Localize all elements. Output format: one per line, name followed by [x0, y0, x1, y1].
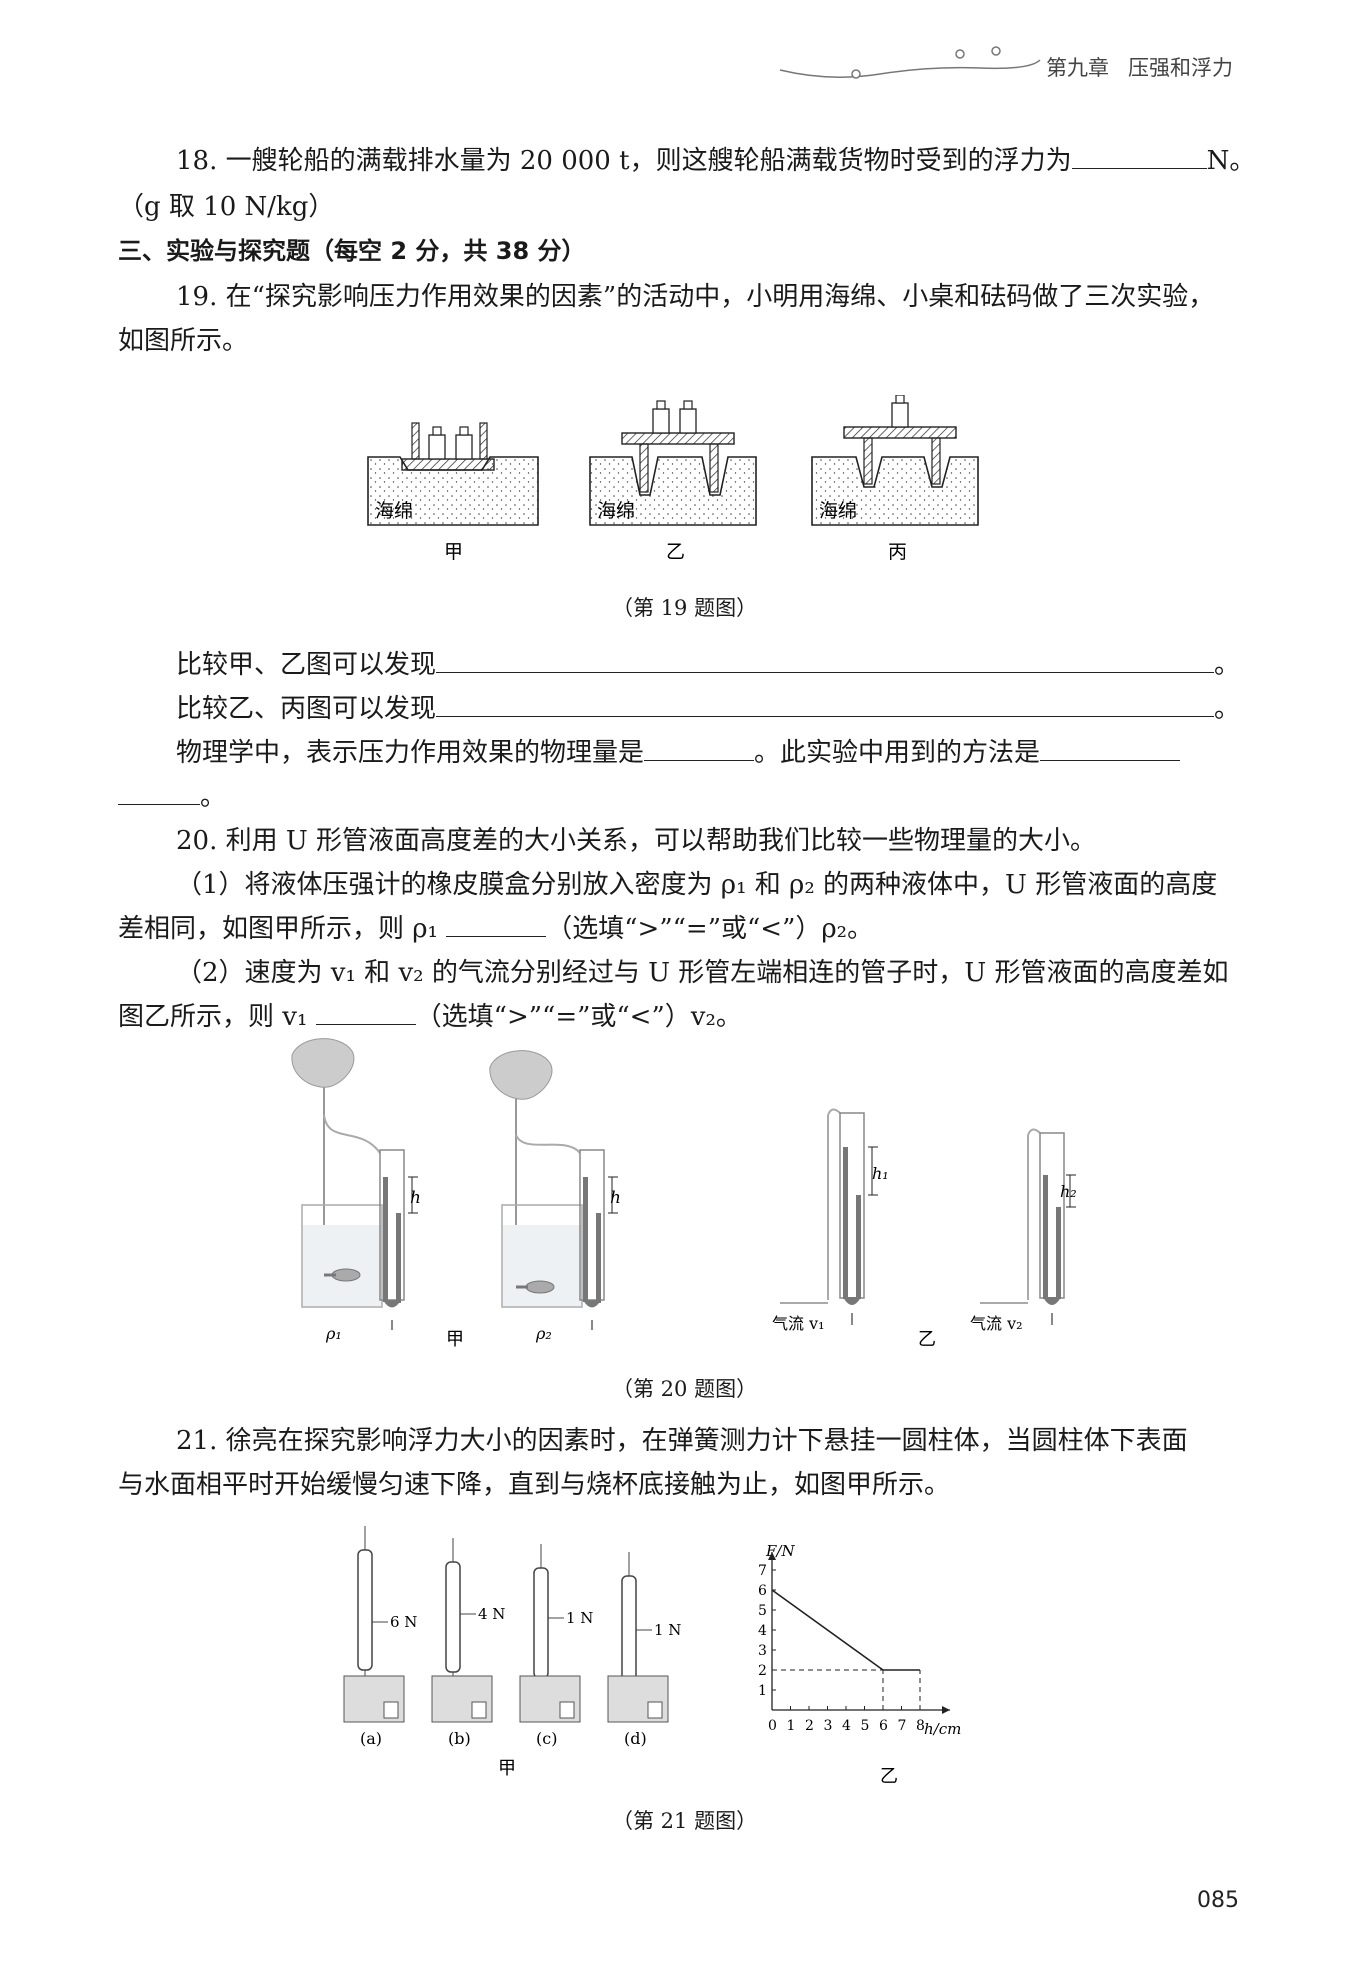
q19-quantity: 物理学中，表示压力作用效果的物理量是。此实验中用到的方法是 — [176, 734, 1181, 772]
q21-meter-c: 1 N (c) — [519, 1544, 593, 1748]
q20-p2-line1: （2）速度为 v₁ 和 v₂ 的气流分别经过与 U 形管左端相连的管子时，U 形… — [176, 958, 1229, 988]
q19-sponge-label-bing: 海绵 — [819, 500, 857, 522]
page-number: 085 — [1197, 1888, 1239, 1913]
q19-caption: （第 19 题图） — [612, 596, 758, 620]
q19-blank-quantity[interactable] — [644, 734, 755, 761]
q21-label-b: (b) — [448, 1729, 471, 1748]
q20-p2-line2: 图乙所示，则 v₁ （选填“>”“=”或“<”）v₂。 — [118, 998, 742, 1036]
chart-x-label: h/cm — [924, 1720, 961, 1738]
q19-sponge-label-jia: 海绵 — [375, 500, 413, 522]
chart-x-tick-label: 7 — [898, 1718, 907, 1734]
q21-meter-a: 6 N (a) — [343, 1526, 417, 1748]
q19-blank-method-cont[interactable] — [118, 778, 200, 805]
q21-reading-a: 6 N — [390, 1613, 417, 1631]
q19-blank-method[interactable] — [1040, 734, 1181, 761]
q21-caption: （第 21 题图） — [612, 1809, 758, 1833]
chart-x-tick-label: 4 — [842, 1718, 851, 1734]
q18-unit: N。 — [1206, 146, 1256, 176]
q21-label-jia: 甲 — [498, 1758, 516, 1779]
header-chapter: 第九章 — [1046, 56, 1109, 80]
q19-blank-compare2[interactable] — [436, 690, 1215, 717]
chart-y-tick-label: 6 — [758, 1583, 767, 1599]
chart-y-tick-label: 1 — [758, 1683, 767, 1699]
q19-panel-bing: 海绵 丙 — [811, 395, 979, 563]
q19-figure: 海绵 甲 海绵 乙 海绵 丙 — [367, 395, 979, 563]
q21-reading-b: 4 N — [478, 1605, 505, 1623]
q19-line2: 如图所示。 — [118, 326, 249, 356]
header-title: 压强和浮力 — [1128, 56, 1233, 80]
section3-heading: 三、实验与探究题（每空 2 分，共 38 分） — [118, 237, 586, 265]
chart-x-tick-label: 3 — [824, 1718, 833, 1734]
q18-answer-blank[interactable] — [1071, 142, 1207, 169]
q21-label-yi: 乙 — [880, 1766, 898, 1787]
q19-method-continue: 。 — [118, 778, 226, 816]
q19-blank-compare1[interactable] — [436, 646, 1215, 673]
q19-label-jia: 甲 — [444, 541, 463, 563]
q20-rho2-label: ρ₂ — [535, 1324, 552, 1343]
chart-series-line — [771, 1589, 920, 1671]
q20-apparatus-rho2: h ρ₂ — [489, 1050, 621, 1343]
chart-y-tick-label: 7 — [758, 1563, 767, 1579]
q20-line1: 20. 利用 U 形管液面高度差的大小关系，可以帮助我们比较一些物理量的大小。 — [176, 826, 1097, 856]
q19-label-bing: 丙 — [888, 541, 907, 563]
q20-h-label-1: h — [410, 1188, 421, 1208]
q19-compare1: 比较甲、乙图可以发现。 — [176, 646, 1240, 684]
q20-apparatus-v1: h₁ 气流 v₁ — [772, 1108, 889, 1333]
q21-line1: 21. 徐亮在探究影响浮力大小的因素时，在弹簧测力计下悬挂一圆柱体，当圆柱体下表… — [176, 1426, 1188, 1456]
header-decoration — [779, 46, 1041, 79]
chart-x-tick-label: 6 — [879, 1718, 888, 1734]
q18-text: 18. 一艘轮船的满载排水量为 20 000 t，则这艘轮船满载货物时受到的浮力… — [176, 142, 1255, 180]
q21-label-d: (d) — [624, 1729, 647, 1748]
chart-y-tick-label: 2 — [758, 1663, 767, 1679]
q19-panel-jia: 海绵 甲 — [367, 422, 539, 563]
q20-h-label-2: h — [610, 1188, 621, 1208]
q18-line2: （g 取 10 N/kg） — [118, 192, 335, 222]
chart-x-tick-label: 1 — [787, 1718, 796, 1734]
chart-x-tick-label: 0 — [768, 1718, 777, 1734]
q18-line1: 18. 一艘轮船的满载排水量为 20 000 t，则这艘轮船满载货物时受到的浮力… — [176, 146, 1072, 176]
chart-y-tick-label: 3 — [758, 1643, 767, 1659]
q20-blank-v[interactable] — [315, 998, 416, 1025]
chart-x-tick-label: 2 — [805, 1718, 814, 1734]
q21-figure-jia: 6 N (a) 4 N (b) 1 N (c) 1 N (d) 甲 — [343, 1526, 681, 1779]
q21-label-c: (c) — [536, 1729, 557, 1748]
chart-y-tick-label: 5 — [758, 1603, 767, 1619]
q20-figure: h ρ₁ h ρ₂ 甲 h₁ 气流 v₁ — [291, 1038, 1077, 1350]
q19-line1: 19. 在“探究影响压力作用效果的因素”的活动中，小明用海绵、小桌和砝码做了三次… — [176, 282, 1215, 312]
chart-y-tick-label: 4 — [758, 1623, 767, 1639]
q21-label-a: (a) — [360, 1729, 382, 1748]
q20-p1-line1: （1）将液体压强计的橡皮膜盒分别放入密度为 ρ₁ 和 ρ₂ 的两种液体中，U 形… — [176, 870, 1218, 900]
q20-air2-label: 气流 v₂ — [970, 1314, 1023, 1333]
q19-sponge-label-yi: 海绵 — [597, 500, 635, 522]
q21-meter-d: 1 N (d) — [607, 1552, 681, 1748]
q21-meter-b: 4 N (b) — [431, 1538, 505, 1748]
q19-label-yi: 乙 — [666, 541, 685, 563]
q20-rho1-label: ρ₁ — [325, 1324, 342, 1343]
q20-h2-label: h₂ — [1060, 1182, 1077, 1201]
q20-h1-label: h₁ — [872, 1164, 889, 1183]
q20-label-yi: 乙 — [918, 1329, 936, 1350]
q21-reading-d: 1 N — [654, 1621, 681, 1639]
q20-apparatus-rho1: h ρ₁ — [291, 1038, 421, 1343]
chart-x-arrow-icon — [942, 1706, 950, 1714]
chart-x-tick-label: 5 — [861, 1718, 870, 1734]
q20-caption: （第 20 题图） — [612, 1377, 758, 1401]
q20-blank-rho[interactable] — [446, 910, 547, 937]
q20-air1-label: 气流 v₁ — [772, 1314, 825, 1333]
chart-x-tick-label: 8 — [916, 1718, 925, 1734]
q21-reading-c: 1 N — [566, 1609, 593, 1627]
q19-compare2: 比较乙、丙图可以发现。 — [176, 690, 1240, 728]
chart-y-arrow-icon — [768, 1552, 776, 1560]
q20-p1-line2: 差相同，如图甲所示，则 ρ₁ （选填“>”“=”或“<”）ρ₂。 — [118, 910, 873, 948]
chart-y-label: F/N — [765, 1542, 795, 1560]
q20-label-jia: 甲 — [446, 1329, 464, 1350]
q19-panel-yi: 海绵 乙 — [589, 400, 757, 563]
q21-line2: 与水面相平时开始缓慢匀速下降，直到与烧杯底接触为止，如图甲所示。 — [118, 1470, 951, 1500]
q20-apparatus-v2: h₂ 气流 v₂ — [970, 1128, 1077, 1333]
